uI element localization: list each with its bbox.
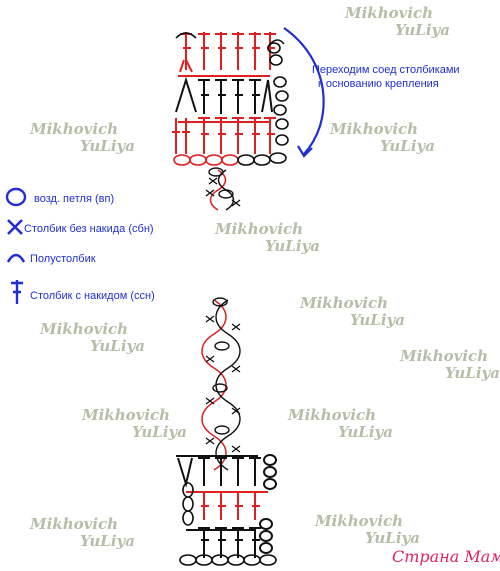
- legend-item: возд. петля (вп): [5, 187, 114, 207]
- top-red-stitches: [180, 32, 276, 70]
- legend-item: Полустолбик: [6, 253, 96, 265]
- top-black-stitches: [175, 76, 273, 114]
- watermark: Mikhovich YuLiya: [29, 515, 135, 550]
- legend: возд. петля (вп) Столбик без накида (сбн…: [5, 187, 155, 304]
- svg-text:YuLiya: YuLiya: [132, 423, 187, 441]
- annotation-line-1: Переходим соед столбиками: [312, 64, 460, 76]
- svg-text:Столбик без накида (сбн): Столбик без накида (сбн): [24, 223, 154, 235]
- bottom-cord: [201, 297, 241, 471]
- svg-text:Mikhovich: Mikhovich: [39, 320, 128, 338]
- watermark: Mikhovich YuLiya: [29, 120, 135, 155]
- svg-text:YuLiya: YuLiya: [365, 529, 420, 547]
- svg-text:YuLiya: YuLiya: [338, 423, 393, 441]
- double-crochet-icon: [11, 280, 23, 304]
- watermark: Mikhovich YuLiya: [299, 294, 405, 329]
- legend-item: Столбик с накидом (ссн): [11, 280, 155, 304]
- watermark: Mikhovich YuLiya: [39, 320, 145, 355]
- site-logo: Страна Мам: [392, 547, 500, 566]
- watermark: Mikhovich YuLiya: [329, 120, 435, 155]
- svg-text:Mikhovich: Mikhovich: [81, 406, 170, 424]
- svg-text:Mikhovich: Mikhovich: [314, 512, 403, 530]
- svg-text:Mikhovich: Mikhovich: [299, 294, 388, 312]
- watermark: Mikhovich YuLiya: [214, 220, 320, 255]
- base-chain-black: [237, 152, 287, 166]
- bottom-block: [176, 454, 277, 566]
- svg-text:YuLiya: YuLiya: [265, 237, 320, 255]
- direction-arrow: [283, 27, 325, 158]
- base-chain-red: [173, 154, 239, 166]
- svg-text:YuLiya: YuLiya: [395, 21, 450, 39]
- svg-text:Полустолбик: Полустолбик: [30, 253, 96, 265]
- svg-text:возд. петля (вп): возд. петля (вп): [34, 193, 114, 205]
- svg-text:YuLiya: YuLiya: [350, 311, 405, 329]
- svg-text:Страна Мам: Страна Мам: [392, 547, 500, 566]
- watermark: Mikhovich YuLiya: [344, 4, 450, 39]
- half-double-crochet-icon: [6, 253, 26, 263]
- bottom-red-row: [186, 491, 268, 520]
- top-red-row3: [172, 117, 276, 154]
- svg-text:YuLiya: YuLiya: [80, 532, 135, 550]
- svg-text:YuLiya: YuLiya: [445, 364, 500, 382]
- top-diagram: Переходим соед столбиками к основанию кр…: [172, 27, 460, 211]
- watermark: Mikhovich YuLiya: [81, 406, 187, 441]
- bottom-base-chain: [179, 554, 277, 566]
- svg-text:YuLiya: YuLiya: [380, 137, 435, 155]
- svg-text:Mikhovich: Mikhovich: [329, 120, 418, 138]
- svg-text:Mikhovich: Mikhovich: [29, 515, 118, 533]
- svg-text:Mikhovich: Mikhovich: [287, 406, 376, 424]
- watermark: Mikhovich YuLiya: [287, 406, 393, 441]
- legend-item: Столбик без накида (сбн): [7, 219, 154, 235]
- svg-text:Столбик с накидом (ссн): Столбик с накидом (ссн): [30, 290, 155, 302]
- svg-text:Mikhovich: Mikhovich: [344, 4, 433, 22]
- svg-text:Mikhovich: Mikhovich: [399, 347, 488, 365]
- bottom-left-loops: [182, 482, 194, 526]
- watermark: Mikhovich YuLiya: [399, 347, 500, 382]
- top-chain-arcs: [175, 32, 289, 146]
- bottom-black-row3: [186, 518, 273, 558]
- svg-text:YuLiya: YuLiya: [90, 337, 145, 355]
- single-crochet-icon: [7, 219, 23, 235]
- watermarks: Mikhovich YuLiya Mikhovich YuLiya Mikhov…: [29, 4, 500, 550]
- svg-text:Mikhovich: Mikhovich: [29, 120, 118, 138]
- chain-loop-icon: [5, 187, 27, 207]
- red-v: [179, 59, 193, 73]
- watermark: Mikhovich YuLiya: [314, 512, 420, 547]
- annotation-line-2: к основанию крепления: [318, 78, 439, 90]
- svg-text:YuLiya: YuLiya: [80, 137, 135, 155]
- top-cord: [205, 167, 241, 211]
- svg-text:Mikhovich: Mikhovich: [214, 220, 303, 238]
